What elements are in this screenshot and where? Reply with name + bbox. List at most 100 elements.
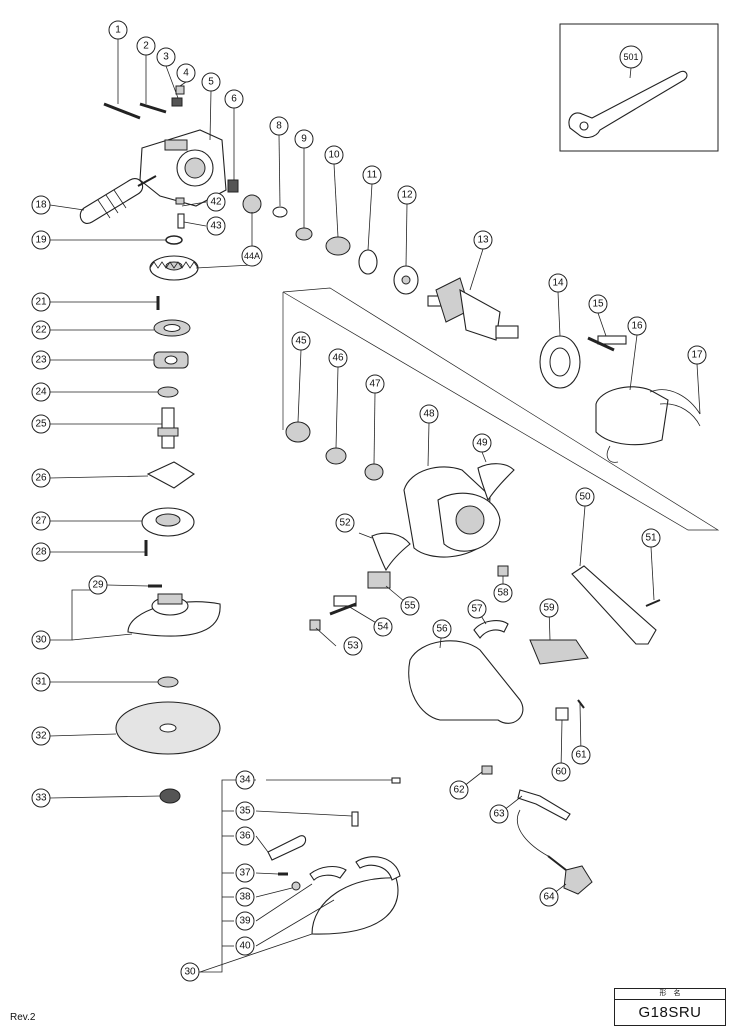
part-label-27: 27 bbox=[31, 511, 51, 531]
part-label-9: 9 bbox=[294, 129, 314, 149]
svg-text:56: 56 bbox=[436, 624, 448, 635]
model-name: G18SRU bbox=[638, 1004, 702, 1021]
part-label-33: 33 bbox=[31, 788, 51, 808]
bracket-60-drawing bbox=[555, 707, 569, 721]
cover-49-drawing bbox=[477, 463, 515, 502]
fan-guide-14-drawing bbox=[539, 335, 581, 389]
svg-text:16: 16 bbox=[631, 321, 643, 332]
bevel-gear-drawing bbox=[149, 255, 199, 281]
svg-text:38: 38 bbox=[239, 892, 251, 903]
svg-text:53: 53 bbox=[347, 641, 359, 652]
svg-text:37: 37 bbox=[239, 868, 251, 879]
armature-bearings-drawing bbox=[272, 206, 419, 295]
housing-group-outline bbox=[282, 287, 720, 531]
part-label-53: 53 bbox=[343, 636, 363, 656]
svg-text:29: 29 bbox=[92, 580, 104, 591]
part-label-48: 48 bbox=[419, 404, 439, 424]
svg-text:3: 3 bbox=[163, 52, 169, 63]
part-label-17: 17 bbox=[687, 345, 707, 365]
part-label-30: 30 bbox=[31, 630, 51, 650]
inset-box-wrench bbox=[559, 23, 719, 152]
part-label-34: 34 bbox=[235, 770, 255, 790]
part-label-4: 4 bbox=[176, 63, 196, 83]
part-label-49: 49 bbox=[472, 433, 492, 453]
part-label-22: 22 bbox=[31, 320, 51, 340]
part-label-3: 3 bbox=[156, 47, 176, 67]
washer-31-drawing bbox=[157, 676, 179, 688]
switch-59-drawing bbox=[529, 639, 589, 665]
part-label-35: 35 bbox=[235, 801, 255, 821]
svg-text:5: 5 bbox=[208, 77, 214, 88]
svg-text:11: 11 bbox=[367, 170, 378, 181]
part-label-52: 52 bbox=[335, 513, 355, 533]
wheel-guard-30-drawing bbox=[127, 593, 221, 637]
part-label-36: 36 bbox=[235, 826, 255, 846]
svg-text:24: 24 bbox=[35, 387, 47, 398]
svg-text:4: 4 bbox=[183, 68, 189, 79]
part-label-14: 14 bbox=[548, 273, 568, 293]
svg-text:58: 58 bbox=[497, 588, 509, 599]
svg-text:57: 57 bbox=[471, 604, 483, 615]
title-block-header: 形 名 bbox=[615, 989, 725, 1000]
svg-text:30: 30 bbox=[184, 967, 196, 978]
part-label-47: 47 bbox=[365, 374, 385, 394]
part-label-60: 60 bbox=[551, 762, 571, 782]
svg-text:10: 10 bbox=[328, 150, 340, 161]
svg-text:21: 21 bbox=[35, 297, 47, 308]
svg-text:26: 26 bbox=[35, 473, 47, 484]
svg-text:47: 47 bbox=[369, 379, 381, 390]
part-label-56: 56 bbox=[432, 619, 452, 639]
svg-text:1: 1 bbox=[115, 25, 121, 36]
part-label-8: 8 bbox=[269, 116, 289, 136]
gear-head-drawing bbox=[139, 129, 227, 207]
svg-text:49: 49 bbox=[476, 438, 488, 449]
part-label-19: 19 bbox=[31, 230, 51, 250]
part-label-46: 46 bbox=[328, 348, 348, 368]
part-label-31: 31 bbox=[31, 672, 51, 692]
svg-text:42: 42 bbox=[210, 197, 222, 208]
svg-text:15: 15 bbox=[592, 299, 604, 310]
part-label-501: 501 bbox=[619, 45, 643, 69]
part-label-30-guard: 30 bbox=[180, 962, 200, 982]
svg-text:32: 32 bbox=[35, 731, 47, 742]
part-label-42: 42 bbox=[206, 192, 226, 212]
svg-text:19: 19 bbox=[35, 235, 47, 246]
svg-text:55: 55 bbox=[404, 601, 416, 612]
svg-text:39: 39 bbox=[239, 916, 251, 927]
part-label-64: 64 bbox=[539, 887, 559, 907]
part-label-62: 62 bbox=[449, 780, 469, 800]
part-label-44A: 44A bbox=[241, 245, 263, 267]
part-label-28: 28 bbox=[31, 542, 51, 562]
model-title-block: 形 名 G18SRU bbox=[614, 988, 726, 1026]
ring-19-drawing bbox=[165, 235, 183, 245]
svg-text:36: 36 bbox=[239, 831, 251, 842]
svg-text:59: 59 bbox=[543, 603, 555, 614]
svg-text:14: 14 bbox=[552, 278, 564, 289]
svg-text:27: 27 bbox=[35, 516, 47, 527]
svg-text:22: 22 bbox=[35, 325, 47, 336]
part-label-58: 58 bbox=[493, 583, 513, 603]
svg-text:52: 52 bbox=[339, 518, 351, 529]
part-label-13: 13 bbox=[473, 230, 493, 250]
svg-text:31: 31 bbox=[35, 677, 47, 688]
gasket-26-drawing bbox=[146, 461, 196, 489]
side-handle-drawing bbox=[79, 175, 157, 224]
svg-text:28: 28 bbox=[35, 547, 47, 558]
svg-text:44A: 44A bbox=[244, 251, 260, 261]
part-label-59: 59 bbox=[539, 598, 559, 618]
svg-text:2: 2 bbox=[143, 41, 149, 52]
part-label-51: 51 bbox=[641, 528, 661, 548]
retainer-22-drawing bbox=[153, 319, 191, 337]
switch-parts-drawing bbox=[309, 565, 509, 631]
svg-text:43: 43 bbox=[210, 221, 222, 232]
part-label-45: 45 bbox=[291, 331, 311, 351]
lever-57-drawing bbox=[473, 620, 509, 639]
part-label-18: 18 bbox=[31, 195, 51, 215]
part-label-26: 26 bbox=[31, 468, 51, 488]
svg-text:60: 60 bbox=[555, 767, 567, 778]
bearings-45-47-drawing bbox=[285, 421, 384, 481]
svg-text:30: 30 bbox=[35, 635, 47, 646]
svg-text:48: 48 bbox=[423, 409, 435, 420]
svg-text:13: 13 bbox=[477, 235, 489, 246]
